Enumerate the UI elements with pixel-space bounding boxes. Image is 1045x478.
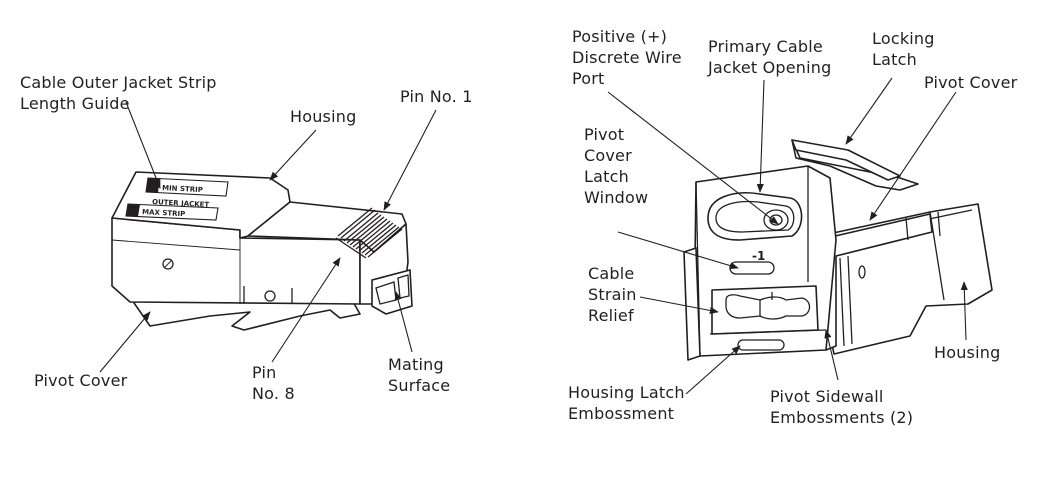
right-leaders bbox=[607, 77, 968, 395]
label-pivot-sidewall-embossments: Pivot Sidewall Embossments (2) bbox=[770, 387, 914, 427]
left-connector-illustration: MIN STRIP OUTER JACKET MAX STRIP bbox=[111, 171, 413, 331]
label-mating-surface: Mating Surface bbox=[388, 355, 451, 395]
label-left-housing: Housing bbox=[290, 107, 357, 126]
label-right-housing: Housing bbox=[934, 343, 1001, 362]
outer-jacket-text: OUTER JACKET bbox=[152, 198, 210, 209]
max-strip-marking bbox=[125, 203, 219, 221]
label-primary-jacket-opening: Primary Cable Jacket Opening bbox=[708, 37, 832, 77]
positive-port-hole bbox=[763, 209, 789, 231]
label-right-pivot-cover: Pivot Cover bbox=[924, 73, 1018, 92]
left-leaders bbox=[99, 101, 437, 373]
right-connector-illustration: -1 bbox=[683, 139, 993, 361]
left-hole-marker bbox=[162, 258, 174, 270]
label-cable-strain-relief: Cable Strain Relief bbox=[588, 264, 637, 325]
label-left-pivot-cover: Pivot Cover bbox=[34, 371, 128, 390]
left-pivot-cover-shape bbox=[131, 299, 361, 331]
housing-latch-embossment bbox=[737, 339, 785, 351]
label-pin-no-1: Pin No. 1 bbox=[400, 87, 473, 106]
max-strip-text: MAX STRIP bbox=[142, 208, 186, 218]
polarity-mark: -1 bbox=[752, 249, 765, 263]
min-strip-text: MIN STRIP bbox=[162, 184, 203, 194]
label-strip-length-guide: Cable Outer Jacket Strip Length Guide bbox=[20, 73, 217, 113]
label-pin-no-8: Pin No. 8 bbox=[252, 363, 295, 403]
label-positive-wire-port: Positive (+) Discrete Wire Port bbox=[572, 27, 682, 88]
label-pivot-cover-latch-window: Pivot Cover Latch Window bbox=[584, 125, 649, 207]
label-housing-latch-embossment: Housing Latch Embossment bbox=[568, 383, 685, 423]
pin-contact-ribs bbox=[335, 207, 403, 259]
strain-relief-window bbox=[711, 285, 819, 335]
label-locking-latch: Locking Latch bbox=[872, 29, 935, 69]
